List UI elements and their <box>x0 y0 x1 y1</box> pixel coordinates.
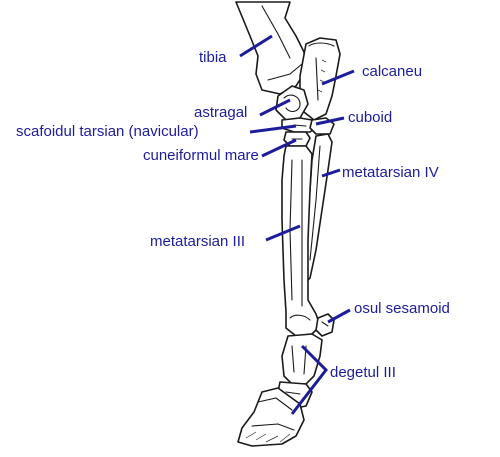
label-cuneiformul: cuneiformul mare <box>143 147 259 164</box>
leader-cuneiformul <box>261 138 297 158</box>
phalanx-proximal-bone <box>281 333 323 385</box>
tibia-bone <box>235 1 307 95</box>
astragal-bone <box>275 85 309 121</box>
leader-degetul-iii <box>290 344 328 415</box>
leader-lines <box>239 34 355 415</box>
leader-metatarsian-iii <box>265 224 301 242</box>
leader-scafoidul <box>249 124 297 134</box>
label-calcaneu: calcaneu <box>362 63 422 80</box>
label-metatarsian-iv: metatarsian IV <box>342 164 439 181</box>
leader-tibia <box>239 34 273 58</box>
leader-astragal <box>259 98 291 117</box>
leader-osul-sesamoid <box>327 308 351 324</box>
osul-sesamoid-bone <box>315 313 335 337</box>
leader-cuboid <box>315 116 345 126</box>
label-cuboid: cuboid <box>348 109 392 126</box>
label-degetul-iii: degetul III <box>330 364 396 381</box>
label-osul-sesamoid: osul sesamoid <box>354 300 450 317</box>
hoof-bone <box>237 387 305 447</box>
label-tibia: tibia <box>199 49 227 66</box>
label-scafoidul: scafoidul tarsian (navicular) <box>16 123 199 140</box>
label-astragal: astragal <box>194 104 247 121</box>
leader-calcaneu <box>321 69 355 86</box>
leader-metatarsian-iv <box>321 168 341 178</box>
bones <box>235 1 341 447</box>
tarsal-small-bones <box>281 117 335 147</box>
label-metatarsian-iii: metatarsian III <box>150 233 245 250</box>
labels: tibia calcaneu astragal cuboid scafoidul… <box>16 49 450 381</box>
